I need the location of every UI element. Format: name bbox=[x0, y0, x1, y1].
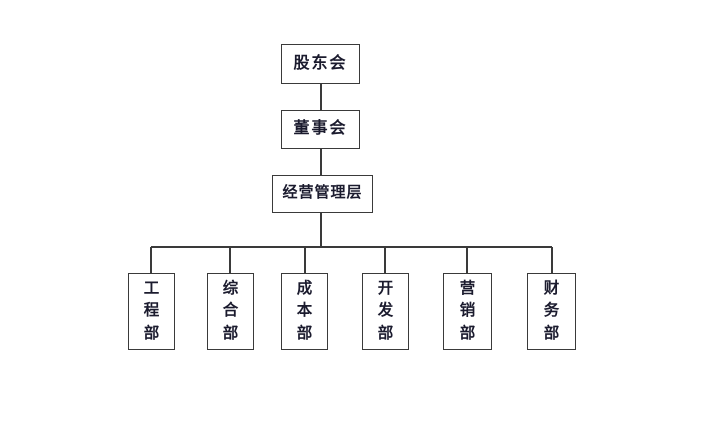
node-development-department[interactable]: 开 发 部 bbox=[362, 273, 409, 350]
node-cost-department[interactable]: 成 本 部 bbox=[281, 273, 328, 350]
node-marketing-department[interactable]: 营 销 部 bbox=[443, 273, 492, 350]
node-engineering-department[interactable]: 工 程 部 bbox=[128, 273, 175, 350]
node-shareholders-meeting[interactable]: 股东会 bbox=[281, 44, 360, 84]
node-management-level[interactable]: 经营管理层 bbox=[272, 175, 373, 213]
node-label-general-affairs-department: 综 合 部 bbox=[222, 279, 239, 342]
node-label-marketing-department: 营 销 部 bbox=[459, 279, 476, 342]
node-finance-department[interactable]: 财 务 部 bbox=[527, 273, 576, 350]
node-label-management-level: 经营管理层 bbox=[282, 185, 363, 202]
node-label-finance-department: 财 务 部 bbox=[543, 279, 560, 342]
node-board-of-directors[interactable]: 董事会 bbox=[281, 110, 360, 149]
node-label-shareholders-meeting: 股东会 bbox=[293, 54, 348, 72]
node-label-board-of-directors: 董事会 bbox=[293, 120, 348, 138]
node-label-cost-department: 成 本 部 bbox=[296, 279, 313, 342]
node-general-affairs-department[interactable]: 综 合 部 bbox=[207, 273, 254, 350]
node-label-engineering-department: 工 程 部 bbox=[143, 279, 160, 342]
node-label-development-department: 开 发 部 bbox=[377, 279, 394, 342]
